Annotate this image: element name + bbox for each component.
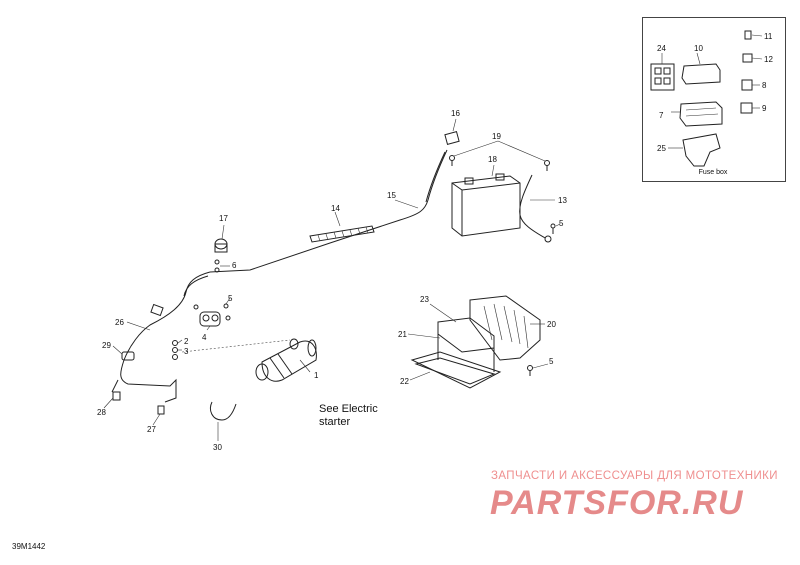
callout-16: 16 xyxy=(451,109,460,118)
tray-base xyxy=(410,351,502,389)
fuse-box-cover xyxy=(681,63,721,85)
callout-22: 22 xyxy=(400,377,409,386)
fuse-box-inset xyxy=(642,17,786,182)
callout-5-solenoid: 5 xyxy=(228,294,233,303)
callout-12: 12 xyxy=(764,55,773,64)
corrugated-tube xyxy=(309,225,375,243)
callout-5-tray: 5 xyxy=(549,357,554,366)
callout-7: 7 xyxy=(659,111,664,120)
see-electric-starter-note: See Electric starter xyxy=(319,403,378,429)
callout-23: 23 xyxy=(420,295,429,304)
terminal-cover xyxy=(444,131,460,145)
battery xyxy=(451,173,521,237)
nut-6 xyxy=(214,259,220,273)
bolt-19b xyxy=(544,160,550,171)
callout-8: 8 xyxy=(762,81,767,90)
inset-caption: Fuse box xyxy=(698,169,728,176)
callout-17: 17 xyxy=(219,214,228,223)
callout-numbers: 1 2 3 4 5 5 5 6 7 8 9 10 11 12 13 14 15 … xyxy=(97,32,773,452)
harness-left xyxy=(120,271,211,403)
callout-4: 4 xyxy=(202,333,207,342)
note-line-1: See Electric xyxy=(319,403,378,415)
bracket-25 xyxy=(682,133,721,167)
short-cable-30 xyxy=(209,401,237,421)
callout-11: 11 xyxy=(764,32,773,41)
relay-block xyxy=(650,63,675,91)
callout-1: 1 xyxy=(314,371,319,380)
battery-tray xyxy=(469,295,541,361)
watermark-tagline: ЗАПЧАСТИ И АКСЕССУАРЫ ДЛЯ МОТОТЕХНИКИ xyxy=(491,470,778,482)
tray-support xyxy=(437,317,495,372)
ground-cable xyxy=(519,174,546,239)
fuse-box-body xyxy=(679,101,723,127)
callout-10: 10 xyxy=(694,44,703,53)
terminal-27 xyxy=(157,405,165,415)
callout-9: 9 xyxy=(762,104,767,113)
bolt-19a xyxy=(449,155,455,166)
callout-29: 29 xyxy=(102,341,111,350)
callout-25: 25 xyxy=(657,144,666,153)
callout-3: 3 xyxy=(184,347,189,356)
callout-13: 13 xyxy=(558,196,567,205)
callout-27: 27 xyxy=(147,425,156,434)
note-line-2: starter xyxy=(319,416,351,428)
fuse-11 xyxy=(744,30,752,40)
main-cable xyxy=(209,149,448,273)
figure-code: 39M1442 xyxy=(12,542,46,551)
callout-21: 21 xyxy=(398,330,407,339)
clip-29 xyxy=(121,351,135,361)
callout-26: 26 xyxy=(115,318,124,327)
callout-5-battery: 5 xyxy=(559,219,564,228)
terminal-28 xyxy=(112,391,121,401)
callout-14: 14 xyxy=(331,204,340,213)
watermark-brand: PARTSFOR.RU xyxy=(490,484,744,522)
callout-20: 20 xyxy=(547,320,556,329)
starter-solenoid xyxy=(199,311,221,327)
callout-6: 6 xyxy=(232,261,237,270)
electric-starter xyxy=(255,338,317,382)
callout-24: 24 xyxy=(657,44,666,53)
bolt-5-battery xyxy=(550,223,556,234)
washers-2-3 xyxy=(172,340,178,360)
callout-19: 19 xyxy=(492,132,501,141)
callout-28: 28 xyxy=(97,408,106,417)
callout-30: 30 xyxy=(213,443,222,452)
bolt-5-tray xyxy=(527,365,533,376)
clip-26 xyxy=(150,303,164,317)
callout-2: 2 xyxy=(184,337,189,346)
callout-15: 15 xyxy=(387,191,396,200)
leader-lines xyxy=(103,34,763,441)
callout-18: 18 xyxy=(488,155,497,164)
solenoid-cap xyxy=(214,238,228,253)
